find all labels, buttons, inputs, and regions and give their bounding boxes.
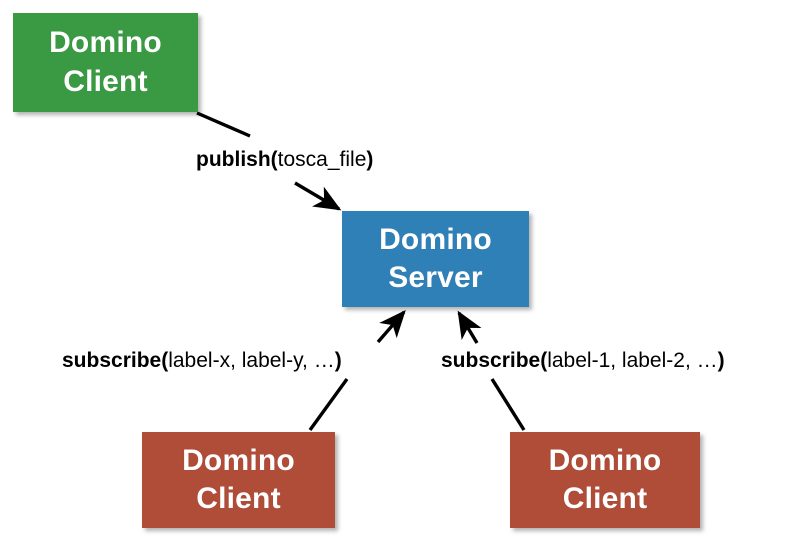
edge-label-publish-fn-close: ) bbox=[366, 148, 374, 171]
node-label-line1: Domino bbox=[49, 26, 162, 60]
node-label-line2: Client bbox=[63, 64, 148, 98]
subscribe-edge-right-segment-a bbox=[490, 378, 526, 431]
subscribe-edge-left-segment-a bbox=[308, 378, 349, 431]
edge-label-publish: publish(tosca_file) bbox=[196, 149, 373, 170]
node-label-line2: Server bbox=[388, 261, 483, 294]
node-domino-client-subscriber-left[interactable]: Domino Client bbox=[142, 432, 335, 528]
edge-label-publish-args: tosca_file bbox=[277, 148, 367, 171]
node-domino-server[interactable]: Domino Server bbox=[342, 211, 529, 307]
edge-label-subscribe-right-fn-close: ) bbox=[717, 349, 725, 372]
edge-label-subscribe-right-args: label-1, label-2, … bbox=[547, 349, 718, 372]
edge-label-publish-fn: publish( bbox=[196, 148, 278, 171]
node-label-line1: Domino bbox=[379, 222, 492, 256]
publish-edge-segment-a bbox=[196, 111, 251, 138]
publish-edge-segment-b bbox=[294, 181, 342, 211]
node-label-line1: Domino bbox=[182, 443, 295, 477]
edge-label-subscribe-left-fn: subscribe( bbox=[62, 349, 169, 372]
node-domino-client-publisher[interactable]: Domino Client bbox=[13, 13, 198, 112]
edge-label-subscribe-left: subscribe(label-x, label-y, …) bbox=[62, 350, 342, 371]
edge-label-subscribe-right: subscribe(label-1, label-2, …) bbox=[441, 350, 725, 371]
edge-label-subscribe-left-fn-close: ) bbox=[334, 349, 342, 372]
edge-label-subscribe-right-fn: subscribe( bbox=[441, 349, 548, 372]
node-label-line1: Domino bbox=[548, 443, 662, 477]
node-label-line2: Client bbox=[562, 482, 648, 515]
node-domino-client-subscriber-right[interactable]: Domino Client bbox=[510, 432, 700, 528]
subscribe-edge-right-segment-b bbox=[457, 310, 482, 344]
subscribe-edge-left-segment-b bbox=[376, 309, 406, 344]
node-label-line2: Client bbox=[196, 482, 281, 515]
edge-label-subscribe-left-args: label-x, label-y, … bbox=[168, 349, 335, 372]
